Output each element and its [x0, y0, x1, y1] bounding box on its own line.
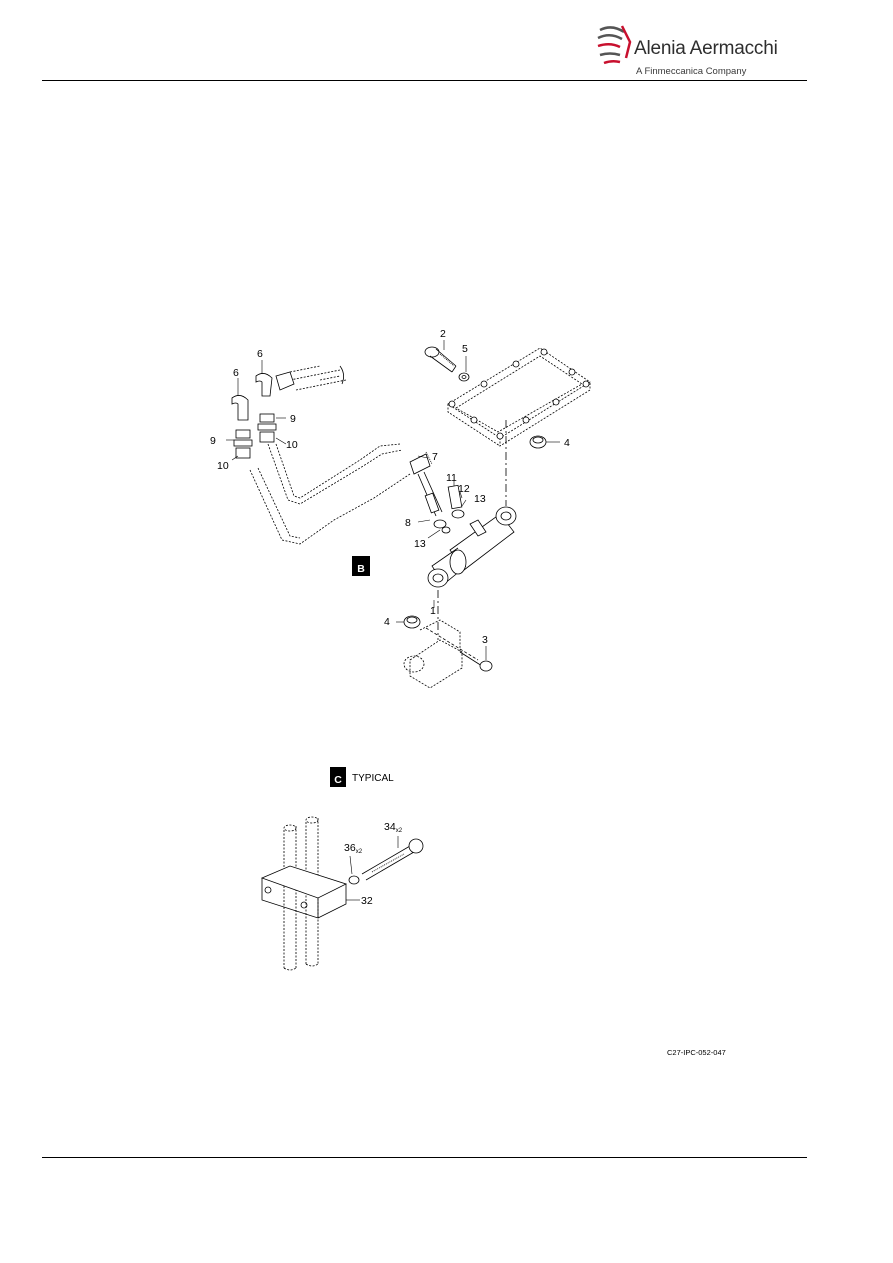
callout-2: 2 [440, 328, 446, 340]
callout-8: 8 [405, 517, 411, 529]
callout-6-upper: 6 [257, 348, 263, 360]
brand-name: Alenia Aermacchi [634, 38, 778, 59]
washer-5 [458, 372, 470, 382]
callout-7: 7 [432, 451, 438, 463]
figure-reference: C27-IPC-052-047 [667, 1048, 726, 1057]
nut-4-lower [403, 615, 421, 629]
hydraulic-hoses [249, 365, 411, 545]
callout-6-lower: 6 [233, 367, 239, 379]
logo-swoosh-icon [597, 25, 632, 65]
callouts-view-b: 2 5 6 6 9 9 10 10 4 7 11 12 13 13 8 1 4 … [210, 328, 570, 646]
callout-34: 34x2 [384, 821, 403, 834]
callout-13-upper: 13 [474, 493, 486, 505]
bolt-3 [425, 627, 493, 672]
footer-rule [42, 1157, 807, 1158]
callout-4-lower: 4 [384, 616, 390, 628]
callout-3: 3 [482, 634, 488, 646]
callouts-view-c: 34x2 36x2 32 [344, 821, 403, 907]
mounting-plate [447, 347, 591, 447]
lower-bracket [403, 619, 463, 689]
callout-10-left: 10 [217, 460, 229, 472]
callout-4-upper: 4 [564, 437, 570, 449]
callout-12: 12 [458, 483, 470, 495]
nut-4-upper [529, 435, 547, 449]
callout-13-lower: 13 [414, 538, 426, 550]
svg-text:B: B [357, 563, 365, 575]
company-logo: Alenia Aermacchi A Finmeccanica Company [596, 22, 796, 82]
callout-9-left: 9 [210, 435, 216, 447]
bolt-2 [424, 346, 457, 373]
callout-36: 36x2 [344, 842, 363, 855]
callout-32: 32 [361, 895, 373, 907]
brand-subtitle: A Finmeccanica Company [636, 66, 747, 77]
callout-1: 1 [430, 605, 436, 617]
svg-text:C: C [334, 774, 342, 786]
callout-10-right: 10 [286, 439, 298, 451]
view-c-badge: C [330, 767, 346, 787]
callout-9-right: 9 [290, 413, 296, 425]
actuator-cylinder [427, 506, 517, 588]
callout-5: 5 [462, 343, 468, 355]
view-c-caption: TYPICAL [352, 773, 394, 784]
elbow-fittings [231, 371, 295, 459]
port-fittings [409, 451, 465, 534]
clamp-assembly [260, 816, 424, 971]
callout-11: 11 [446, 472, 457, 484]
view-b-badge: B [352, 556, 370, 576]
header-rule [42, 80, 807, 81]
